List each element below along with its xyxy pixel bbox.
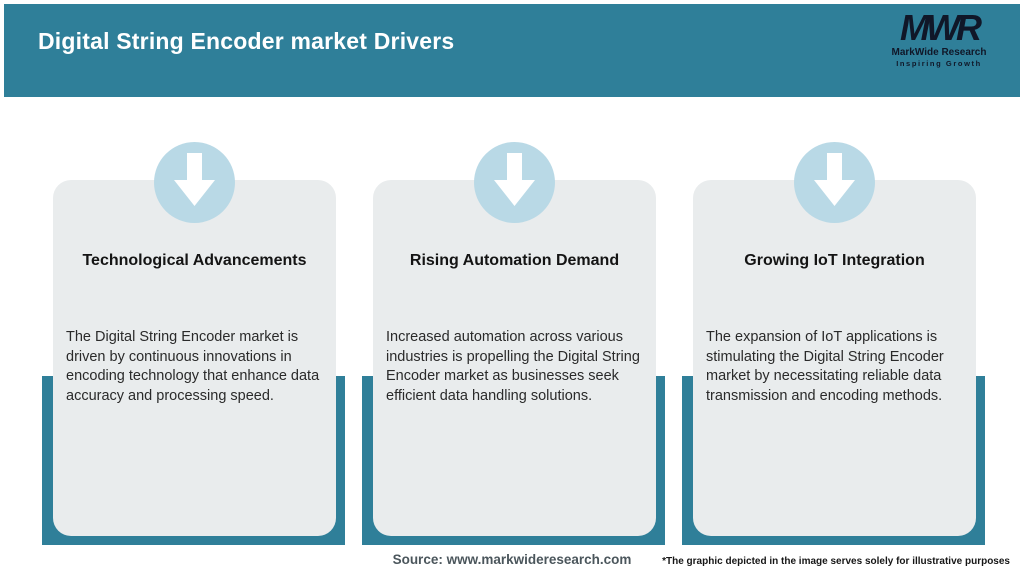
down-arrow-icon (474, 142, 555, 223)
driver-card-rising-automation-demand: Rising Automation Demand Increased autom… (362, 142, 665, 545)
card-panel (53, 180, 336, 536)
card-panel (693, 180, 976, 536)
card-body: The expansion of IoT applications is sti… (706, 329, 944, 404)
driver-card-growing-iot-integration: Growing IoT Integration The expansion of… (682, 142, 985, 545)
card-body: Increased automation across various indu… (386, 329, 640, 404)
card-panel (373, 180, 656, 536)
logo-name: MarkWide Research (891, 47, 987, 58)
source-attribution: Source: www.markwideresearch.com (392, 552, 632, 567)
page-title: Digital String Encoder market Drivers (38, 28, 455, 54)
logo-tagline: Inspiring Growth (896, 59, 982, 68)
markwide-research-logo: MWR MarkWide Research Inspiring Growth (884, 10, 994, 68)
down-arrow-icon (794, 142, 875, 223)
driver-card-technological-advancements: Technological Advancements The Digital S… (42, 142, 345, 545)
logo-monogram: MWR (900, 7, 982, 48)
down-arrow-icon (154, 142, 235, 223)
card-title: Growing IoT Integration (744, 252, 925, 269)
card-body: The Digital String Encoder market is dri… (66, 329, 320, 404)
disclaimer-note: *The graphic depicted in the image serve… (662, 556, 1010, 567)
card-title: Technological Advancements (82, 252, 307, 269)
header-band: Digital String Encoder market Drivers MW… (4, 4, 1020, 97)
card-title: Rising Automation Demand (409, 252, 620, 269)
